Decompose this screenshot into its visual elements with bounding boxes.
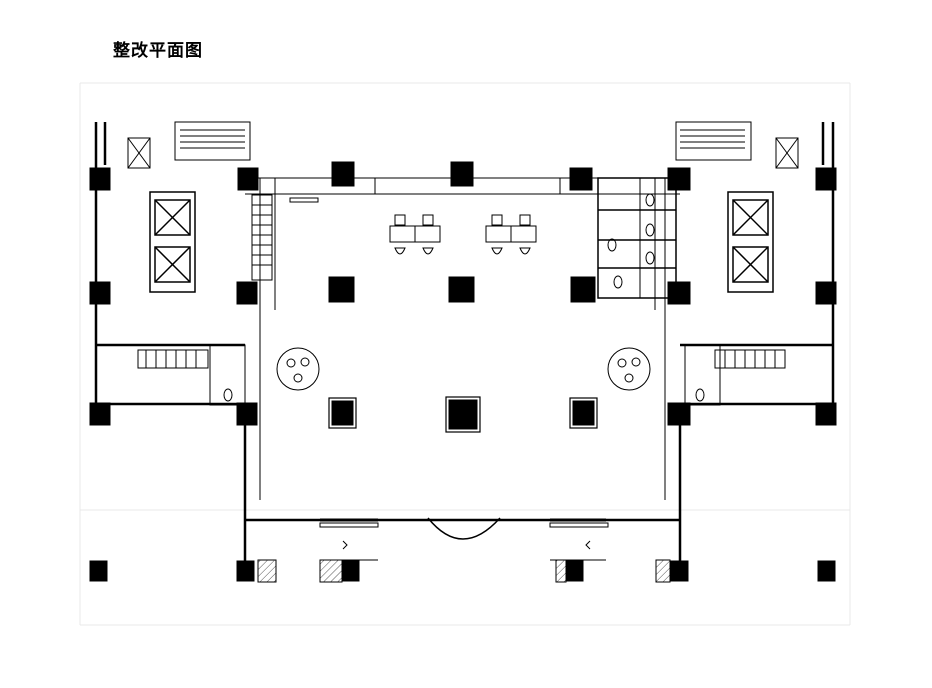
page-title: 整改平面图 — [113, 41, 203, 61]
seating-area — [389, 214, 537, 255]
elevator-shafts — [149, 191, 774, 293]
hatched-areas — [257, 559, 671, 583]
walls — [94, 122, 835, 570]
side-stairs — [137, 194, 786, 369]
entrance — [319, 517, 609, 561]
background-grid — [79, 82, 851, 626]
reception-desk — [289, 177, 561, 203]
restroom-block — [597, 177, 677, 299]
upper-stairs — [127, 121, 799, 169]
structural-columns — [89, 161, 837, 582]
lower-core-rooms — [209, 344, 721, 406]
lounge-tables — [276, 347, 651, 391]
